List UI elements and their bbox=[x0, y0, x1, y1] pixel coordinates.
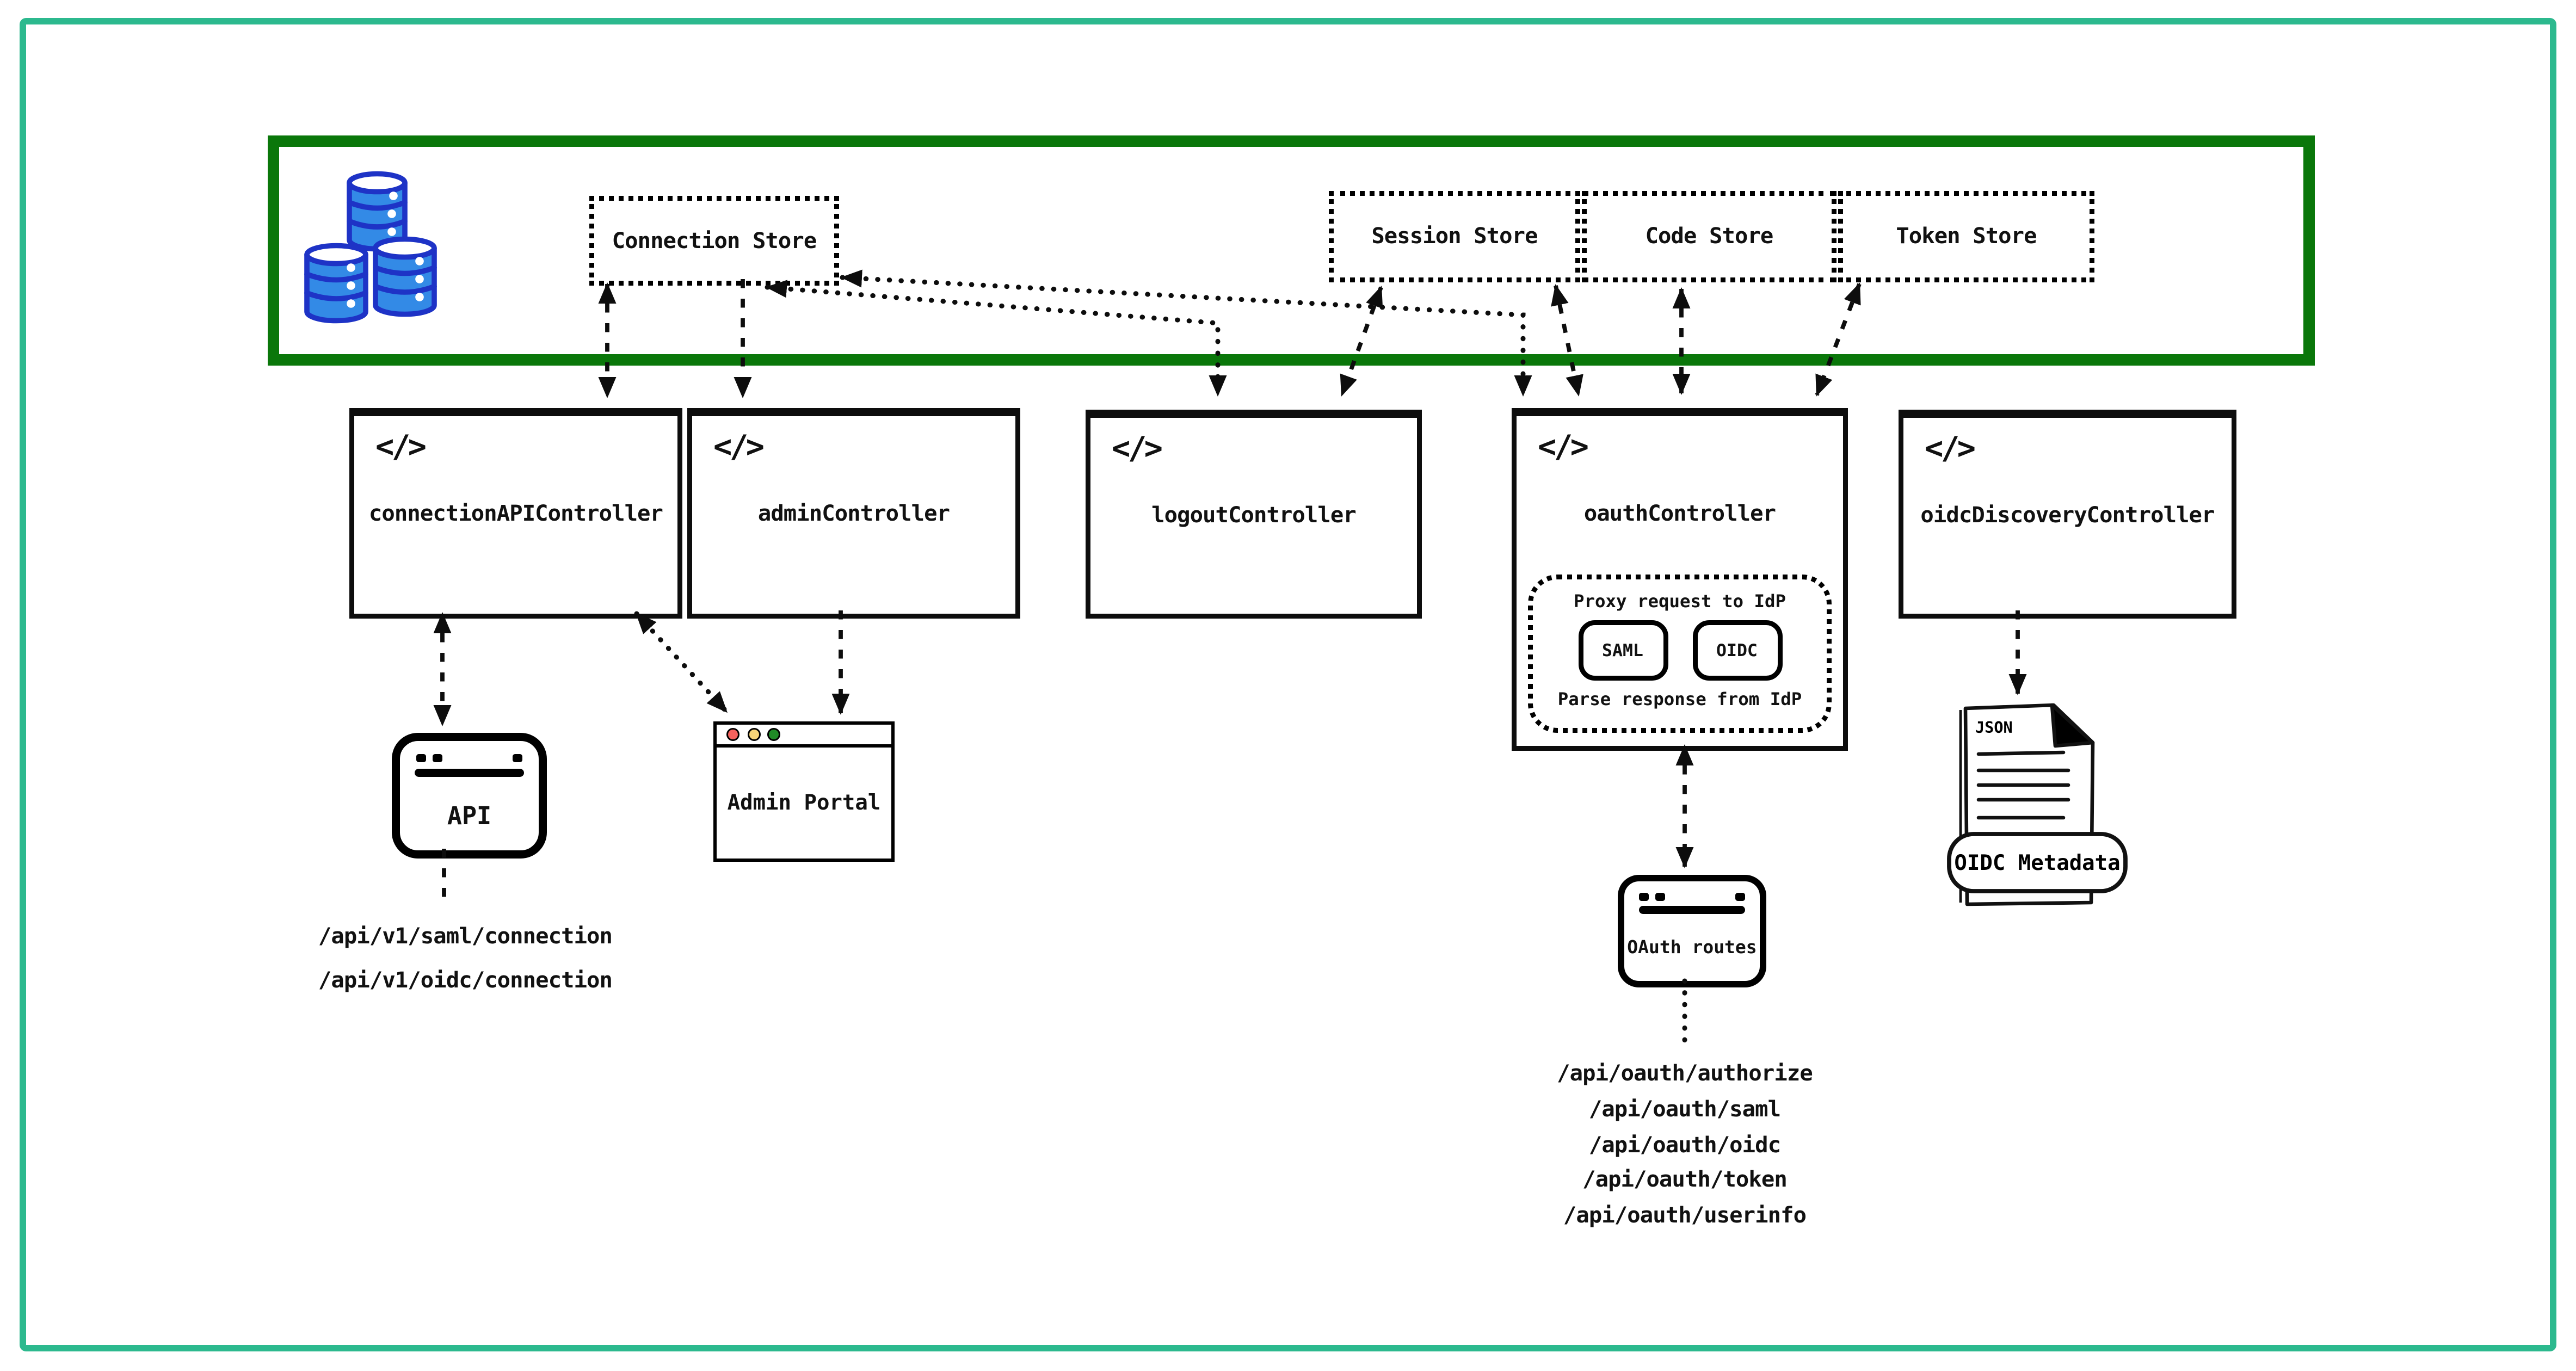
window-dot bbox=[416, 754, 426, 762]
controller-logout-label: logoutController bbox=[1151, 503, 1357, 529]
controller-admin: </> adminController bbox=[687, 408, 1020, 619]
admin-portal-label: Admin Portal bbox=[727, 791, 881, 816]
oidc-protocol-box: OIDC bbox=[1692, 620, 1782, 681]
controller-oauth-label: oauthController bbox=[1583, 501, 1776, 527]
controller-oidc-discovery-label: oidcDiscoveryController bbox=[1920, 503, 2215, 529]
zoom-dot-icon bbox=[767, 728, 780, 741]
protocol-row: SAML OIDC bbox=[1577, 620, 1782, 681]
code-icon: </> bbox=[375, 429, 427, 465]
code-icon: </> bbox=[1925, 431, 1976, 467]
connection-api-routes: /api/v1/saml/connection /api/v1/oidc/con… bbox=[286, 916, 645, 1004]
token-store: Token Store bbox=[1838, 191, 2094, 282]
window-dot bbox=[1735, 893, 1745, 901]
outer-frame bbox=[20, 18, 2556, 1352]
oidc-metadata-label: OIDC Metadata bbox=[1954, 851, 2120, 875]
route-oauth-authorize: /api/oauth/authorize bbox=[1557, 1061, 1813, 1087]
controller-logout: </> logoutController bbox=[1086, 410, 1422, 619]
controller-connection-api: </> connectionAPIController bbox=[349, 408, 682, 619]
route-oauth-userinfo: /api/oauth/userinfo bbox=[1563, 1203, 1807, 1230]
code-icon: </> bbox=[1538, 429, 1589, 465]
window-dot bbox=[1655, 893, 1665, 901]
admin-portal-window: Admin Portal bbox=[713, 721, 895, 862]
saml-protocol-box: SAML bbox=[1577, 620, 1668, 681]
route-oauth-token: /api/oauth/token bbox=[1582, 1168, 1788, 1194]
controller-oauth: </> oauthController Proxy request to IdP… bbox=[1512, 408, 1848, 751]
oauth-routes-app-icon: OAuth routes bbox=[1618, 875, 1766, 987]
code-store: Code Store bbox=[1582, 191, 1837, 282]
session-store: Session Store bbox=[1329, 191, 1580, 282]
window-dot bbox=[513, 754, 522, 762]
route-oauth-saml: /api/oauth/saml bbox=[1588, 1096, 1781, 1123]
window-dot bbox=[433, 754, 442, 762]
idp-proxy-box: Proxy request to IdP SAML OIDC Parse res… bbox=[1528, 575, 1832, 733]
oidc-metadata-document: JSON OIDC Metadata bbox=[1947, 703, 2128, 906]
oauth-routes-list: /api/oauth/authorize /api/oauth/saml /ap… bbox=[1505, 1058, 1864, 1236]
controller-connection-api-label: connectionAPIController bbox=[368, 501, 663, 527]
api-app-label: API bbox=[447, 800, 492, 830]
route-oauth-oidc: /api/oauth/oidc bbox=[1588, 1132, 1781, 1158]
window-titlebar bbox=[717, 725, 891, 748]
connection-store-label: Connection Store bbox=[612, 227, 817, 254]
window-dot bbox=[1639, 893, 1649, 901]
code-icon: </> bbox=[1112, 431, 1163, 467]
oauth-routes-app-label: OAuth routes bbox=[1627, 937, 1757, 958]
minimize-dot-icon bbox=[747, 728, 760, 741]
idp-proxy-title: Proxy request to IdP bbox=[1573, 591, 1786, 612]
window-toolbar bbox=[1639, 906, 1745, 913]
oidc-label: OIDC bbox=[1716, 640, 1758, 660]
code-icon: </> bbox=[713, 429, 765, 465]
route-saml-connection: /api/v1/saml/connection bbox=[318, 924, 613, 950]
controller-oidc-discovery: </> oidcDiscoveryController bbox=[1899, 410, 2236, 619]
window-toolbar bbox=[415, 769, 524, 776]
controller-admin-label: adminController bbox=[757, 501, 950, 527]
database-icon bbox=[304, 171, 437, 324]
session-store-label: Session Store bbox=[1371, 224, 1538, 250]
api-app-icon: API bbox=[392, 733, 547, 859]
json-badge: JSON bbox=[1975, 719, 2013, 737]
connection-store: Connection Store bbox=[589, 196, 839, 286]
idp-proxy-footer: Parse response from IdP bbox=[1557, 689, 1802, 710]
saml-label: SAML bbox=[1602, 640, 1643, 660]
code-store-label: Code Store bbox=[1645, 224, 1774, 250]
close-dot-icon bbox=[726, 728, 739, 741]
route-oidc-connection: /api/v1/oidc/connection bbox=[318, 968, 613, 994]
token-store-label: Token Store bbox=[1896, 224, 2037, 250]
